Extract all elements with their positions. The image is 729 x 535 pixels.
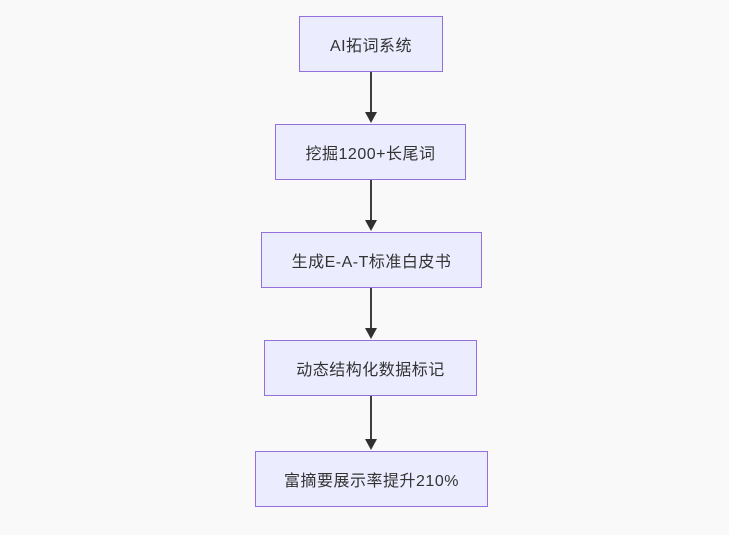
arrow-down-icon	[365, 112, 377, 123]
flowchart-node-ai-keyword-system: AI拓词系统	[299, 16, 443, 72]
arrow-line	[370, 180, 372, 221]
arrow-line	[370, 396, 372, 440]
flowchart-node-structured-data-markup: 动态结构化数据标记	[264, 340, 477, 396]
arrow-line	[370, 288, 372, 329]
node-label: 富摘要展示率提升210%	[284, 473, 459, 490]
arrow-down-icon	[365, 439, 377, 450]
node-label: 动态结构化数据标记	[296, 362, 445, 379]
arrow-down-icon	[365, 328, 377, 339]
arrow-down-icon	[365, 220, 377, 231]
arrow-line	[370, 72, 372, 113]
flowchart-node-rich-snippet-result: 富摘要展示率提升210%	[255, 451, 488, 507]
flowchart-node-eat-whitepaper: 生成E-A-T标准白皮书	[261, 232, 482, 288]
node-label: 生成E-A-T标准白皮书	[291, 254, 452, 271]
node-label: 挖掘1200+长尾词	[305, 146, 436, 163]
node-label: AI拓词系统	[329, 38, 413, 55]
flowchart-node-longtail-mining: 挖掘1200+长尾词	[275, 124, 466, 180]
